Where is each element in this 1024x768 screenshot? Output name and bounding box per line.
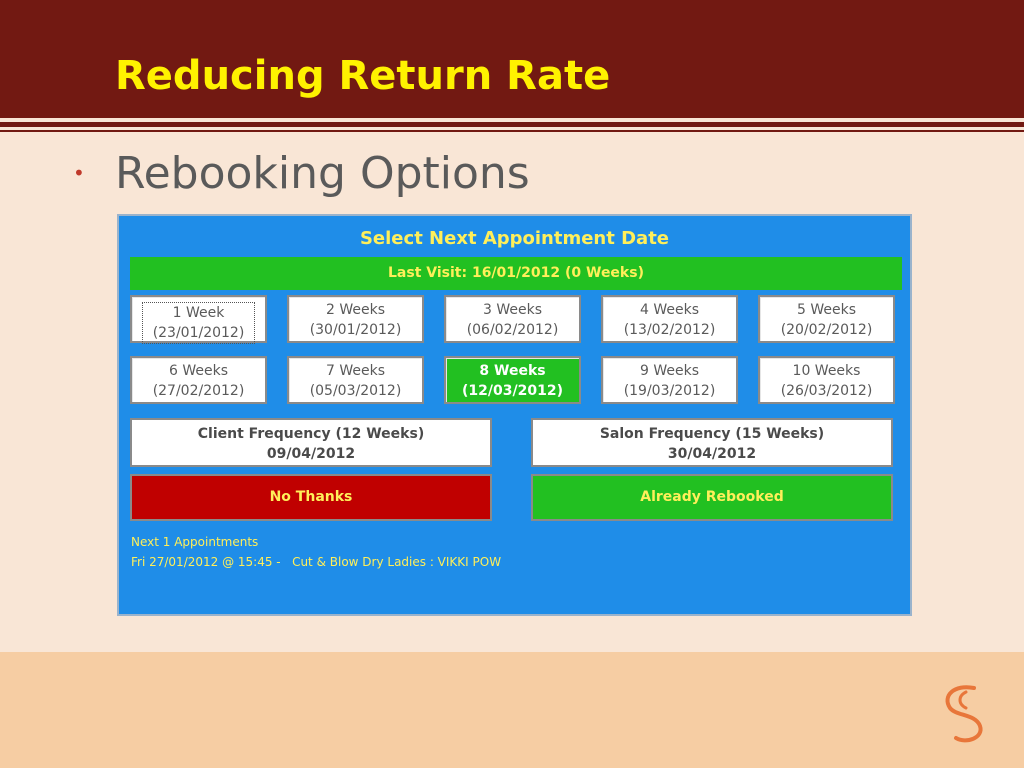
week-date: (30/01/2012)	[309, 322, 402, 338]
already-rebooked-button[interactable]: Already Rebooked	[531, 474, 893, 521]
s-swirl-logo-icon	[945, 685, 983, 743]
salon-frequency-button[interactable]: Salon Frequency (15 Weeks) 30/04/2012	[531, 418, 893, 467]
week-date: (13/02/2012)	[623, 322, 716, 338]
week-label: 7 Weeks	[325, 363, 385, 379]
week-7-button[interactable]: 7 Weeks (05/03/2012)	[287, 356, 424, 404]
header-rule-thin	[0, 130, 1024, 132]
week-8-button[interactable]: 8 Weeks (12/03/2012)	[444, 356, 581, 404]
client-frequency-button[interactable]: Client Frequency (12 Weeks) 09/04/2012	[130, 418, 492, 467]
week-9-button[interactable]: 9 Weeks (19/03/2012)	[601, 356, 738, 404]
client-frequency-label: Client Frequency (12 Weeks)	[197, 426, 425, 442]
week-date: (19/03/2012)	[623, 383, 716, 399]
week-2-button[interactable]: 2 Weeks (30/01/2012)	[287, 295, 424, 343]
week-label: 3 Weeks	[482, 302, 542, 318]
week-label: 2 Weeks	[325, 302, 385, 318]
week-4-button[interactable]: 4 Weeks (13/02/2012)	[601, 295, 738, 343]
week-label: 10 Weeks	[792, 363, 861, 379]
week-label: 9 Weeks	[639, 363, 699, 379]
week-date: (05/03/2012)	[309, 383, 402, 399]
slide-title: Reducing Return Rate	[115, 53, 611, 99]
no-thanks-button[interactable]: No Thanks	[130, 474, 492, 521]
next-appointment-entry: Fri 27/01/2012 @ 15:45 - Cut & Blow Dry …	[131, 555, 502, 569]
appointment-dialog: Select Next Appointment Date Last Visit:…	[117, 214, 912, 616]
slide-footer	[0, 652, 1024, 768]
header-rule	[0, 122, 1024, 127]
client-frequency-date: 09/04/2012	[266, 446, 356, 462]
dialog-title: Select Next Appointment Date	[359, 228, 670, 249]
week-label: 4 Weeks	[639, 302, 699, 318]
slide-header: Reducing Return Rate	[0, 0, 1024, 118]
last-visit-banner: Last Visit: 16/01/2012 (0 Weeks)	[130, 257, 902, 290]
week-label: 5 Weeks	[796, 302, 856, 318]
bullet-icon: •	[73, 161, 85, 185]
week-label: 8 Weeks	[479, 363, 546, 379]
week-10-button[interactable]: 10 Weeks (26/03/2012)	[758, 356, 895, 404]
week-date: (06/02/2012)	[466, 322, 559, 338]
week-label: 1 Week	[172, 305, 225, 321]
week-date: (26/03/2012)	[780, 383, 873, 399]
week-3-button[interactable]: 3 Weeks (06/02/2012)	[444, 295, 581, 343]
bullet-text: Rebooking Options	[115, 148, 530, 199]
week-label: 6 Weeks	[168, 363, 228, 379]
week-5-button[interactable]: 5 Weeks (20/02/2012)	[758, 295, 895, 343]
week-date: (27/02/2012)	[152, 383, 245, 399]
salon-frequency-date: 30/04/2012	[667, 446, 757, 462]
week-date: (23/01/2012)	[152, 325, 245, 341]
next-appointments-label: Next 1 Appointments	[131, 535, 259, 549]
salon-frequency-label: Salon Frequency (15 Weeks)	[599, 426, 825, 442]
week-date: (20/02/2012)	[780, 322, 873, 338]
week-6-button[interactable]: 6 Weeks (27/02/2012)	[130, 356, 267, 404]
week-date: (12/03/2012)	[462, 383, 563, 399]
week-1-button[interactable]: 1 Week (23/01/2012)	[130, 295, 267, 344]
